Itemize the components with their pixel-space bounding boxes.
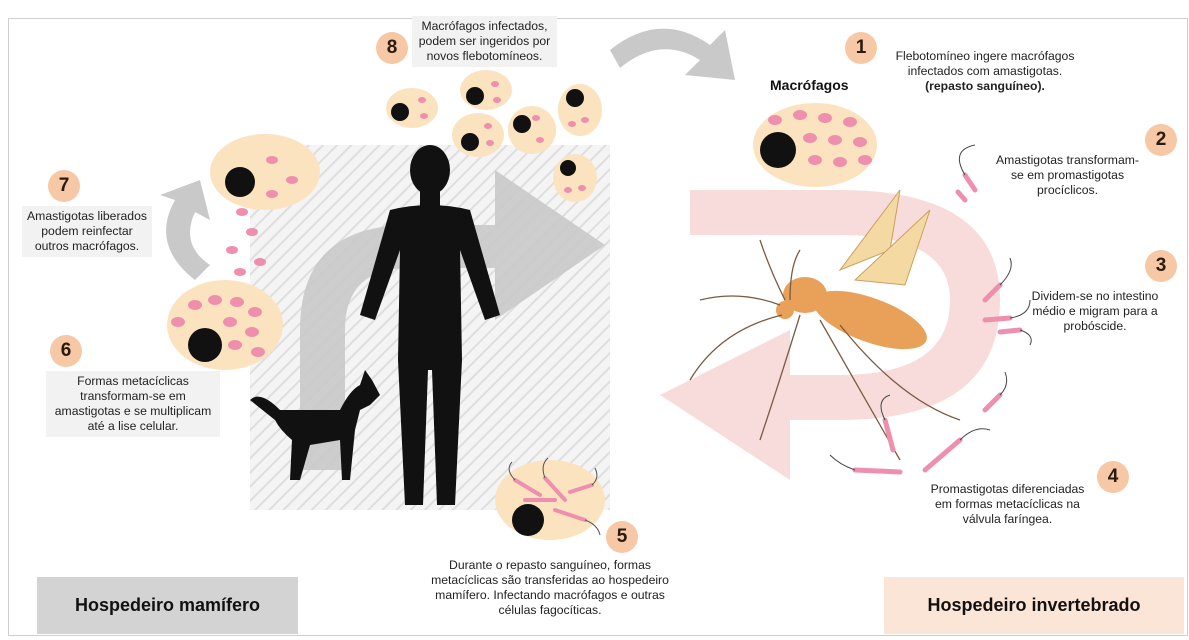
step-badge-3: 3 [1145,250,1177,282]
step-text-8: Macrófagos infectados,podem ser ingerido… [412,16,557,67]
step-badge-5: 5 [606,521,638,553]
invertebrate-host-box: Hospedeiro invertebrado [884,577,1184,634]
pink-cycle-arrow [660,190,1000,480]
step-badge-6: 6 [50,335,82,367]
step-badge-7: 7 [48,170,80,202]
curved-arrow-top [610,29,735,80]
mammal-host-box: Hospedeiro mamífero [37,577,298,634]
step-text-2: Amastigotas transformam-se em promastigo… [995,153,1140,198]
macrophages-label: Macrófagos [770,77,849,93]
macrophage-cell-7 [210,134,320,210]
curved-arrow-left [160,180,210,280]
step-badge-2: 2 [1145,124,1177,156]
promastigotes-2 [958,175,975,200]
step-badge-4: 4 [1097,461,1129,493]
step-badge-8: 8 [376,32,408,64]
step-badge-1: 1 [845,32,877,64]
